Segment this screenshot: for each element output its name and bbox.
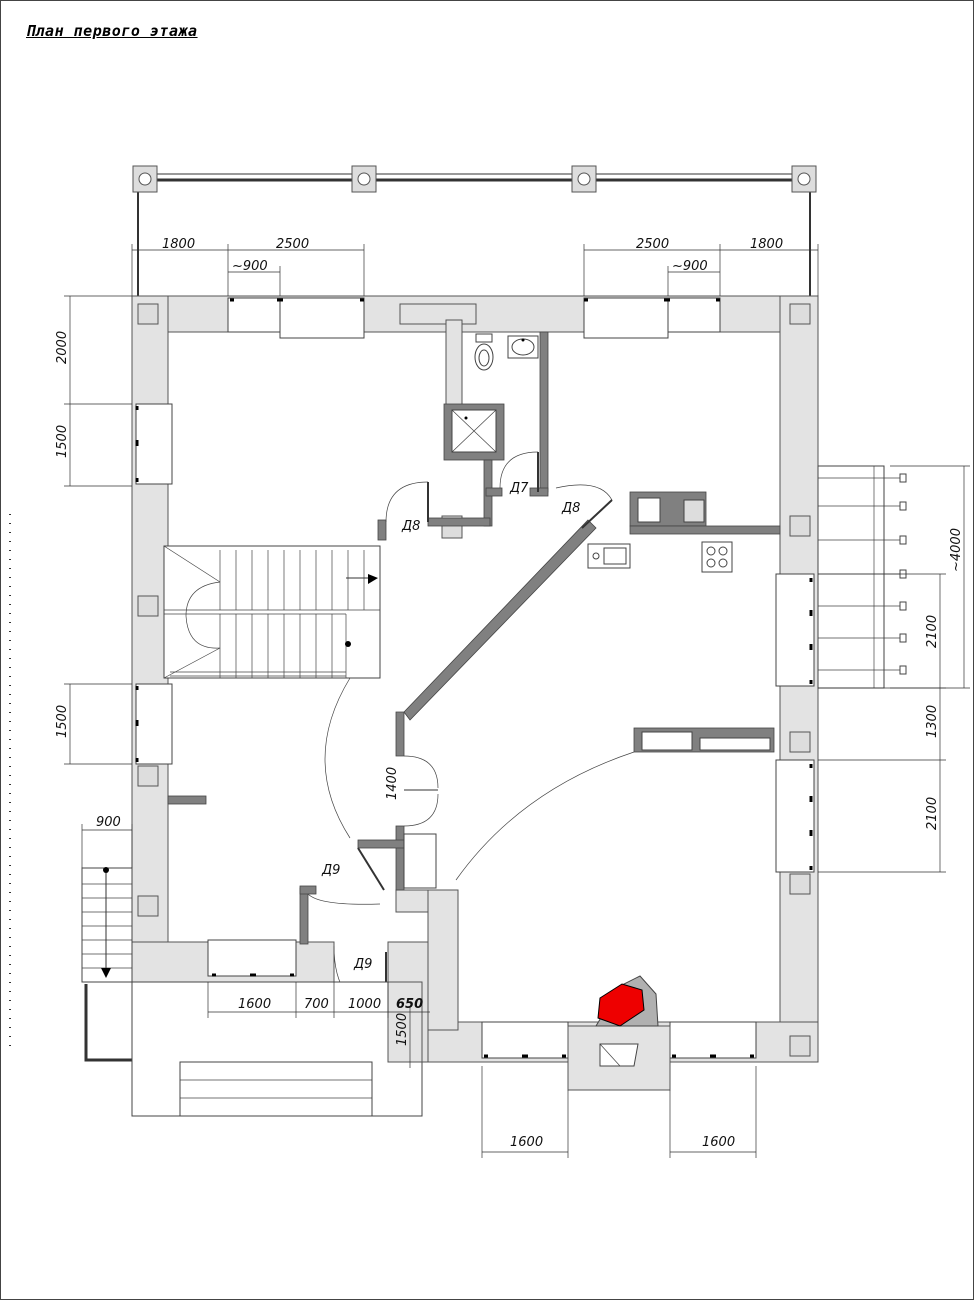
door-labels: Д8 Д7 Д8 Д9 Д9 bbox=[321, 481, 580, 972]
dim-left-1500-lower: 1500 bbox=[55, 705, 70, 738]
dim-bottom-650: 650 bbox=[396, 997, 423, 1012]
dimension-lines bbox=[64, 244, 970, 1158]
dim-right-2100-lower: 2100 bbox=[925, 797, 940, 830]
toilet-icon bbox=[474, 333, 494, 371]
windows bbox=[135, 297, 815, 1059]
front-porch bbox=[131, 981, 423, 1117]
dim-top-left-900: ~900 bbox=[232, 259, 268, 274]
sink-icon bbox=[507, 335, 539, 359]
fireplace-icon bbox=[567, 975, 671, 1091]
dim-bottom-1500: 1500 bbox=[395, 1013, 410, 1046]
dim-top-left-1800: 1800 bbox=[162, 237, 195, 252]
dim-bottom-1600-right: 1600 bbox=[702, 1135, 735, 1150]
dim-left-2000: 2000 bbox=[55, 331, 70, 364]
dim-bottom-1000: 1000 bbox=[348, 997, 381, 1012]
dim-right-4000: ~4000 bbox=[949, 528, 964, 572]
dim-top-right-900: ~900 bbox=[672, 259, 708, 274]
dim-bottom-700: 700 bbox=[304, 997, 329, 1012]
kitchen-sink-icon bbox=[587, 543, 631, 569]
terrace-column bbox=[791, 165, 817, 193]
terrace-column bbox=[571, 165, 597, 193]
stove-icon bbox=[701, 541, 733, 573]
dim-right-1300: 1300 bbox=[925, 705, 940, 738]
door-label-d8-left: Д8 bbox=[401, 519, 420, 534]
dim-interior-1400: 1400 bbox=[385, 767, 400, 800]
dim-bottom-1600: 1600 bbox=[238, 997, 271, 1012]
door-label-d7: Д7 bbox=[509, 481, 529, 496]
door-label-d9-left: Д9 bbox=[321, 863, 340, 878]
fixtures bbox=[474, 333, 733, 1091]
dim-top-left-2500: 2500 bbox=[276, 237, 309, 252]
terrace-column bbox=[351, 165, 377, 193]
dim-top-right-2500: 2500 bbox=[636, 237, 669, 252]
dim-left-900: 900 bbox=[96, 815, 121, 830]
interior-partitions bbox=[167, 331, 781, 945]
page-title: План первого этажа bbox=[26, 22, 198, 40]
terrace bbox=[132, 165, 817, 296]
dim-top-right-1800: 1800 bbox=[750, 237, 783, 252]
pergola bbox=[817, 465, 907, 689]
door-label-d8-right: Д8 bbox=[561, 501, 580, 516]
dim-left-1500-upper: 1500 bbox=[55, 425, 70, 458]
terrace-column bbox=[132, 165, 158, 193]
door-label-d9-entry: Д9 bbox=[353, 957, 372, 972]
dimension-texts: 1800 2500 ~900 2500 1800 ~900 2000 1500 … bbox=[55, 237, 964, 1150]
staircase bbox=[163, 545, 381, 679]
dim-right-2100-upper: 2100 bbox=[925, 615, 940, 648]
dim-bottom-1600-mid: 1600 bbox=[510, 1135, 543, 1150]
